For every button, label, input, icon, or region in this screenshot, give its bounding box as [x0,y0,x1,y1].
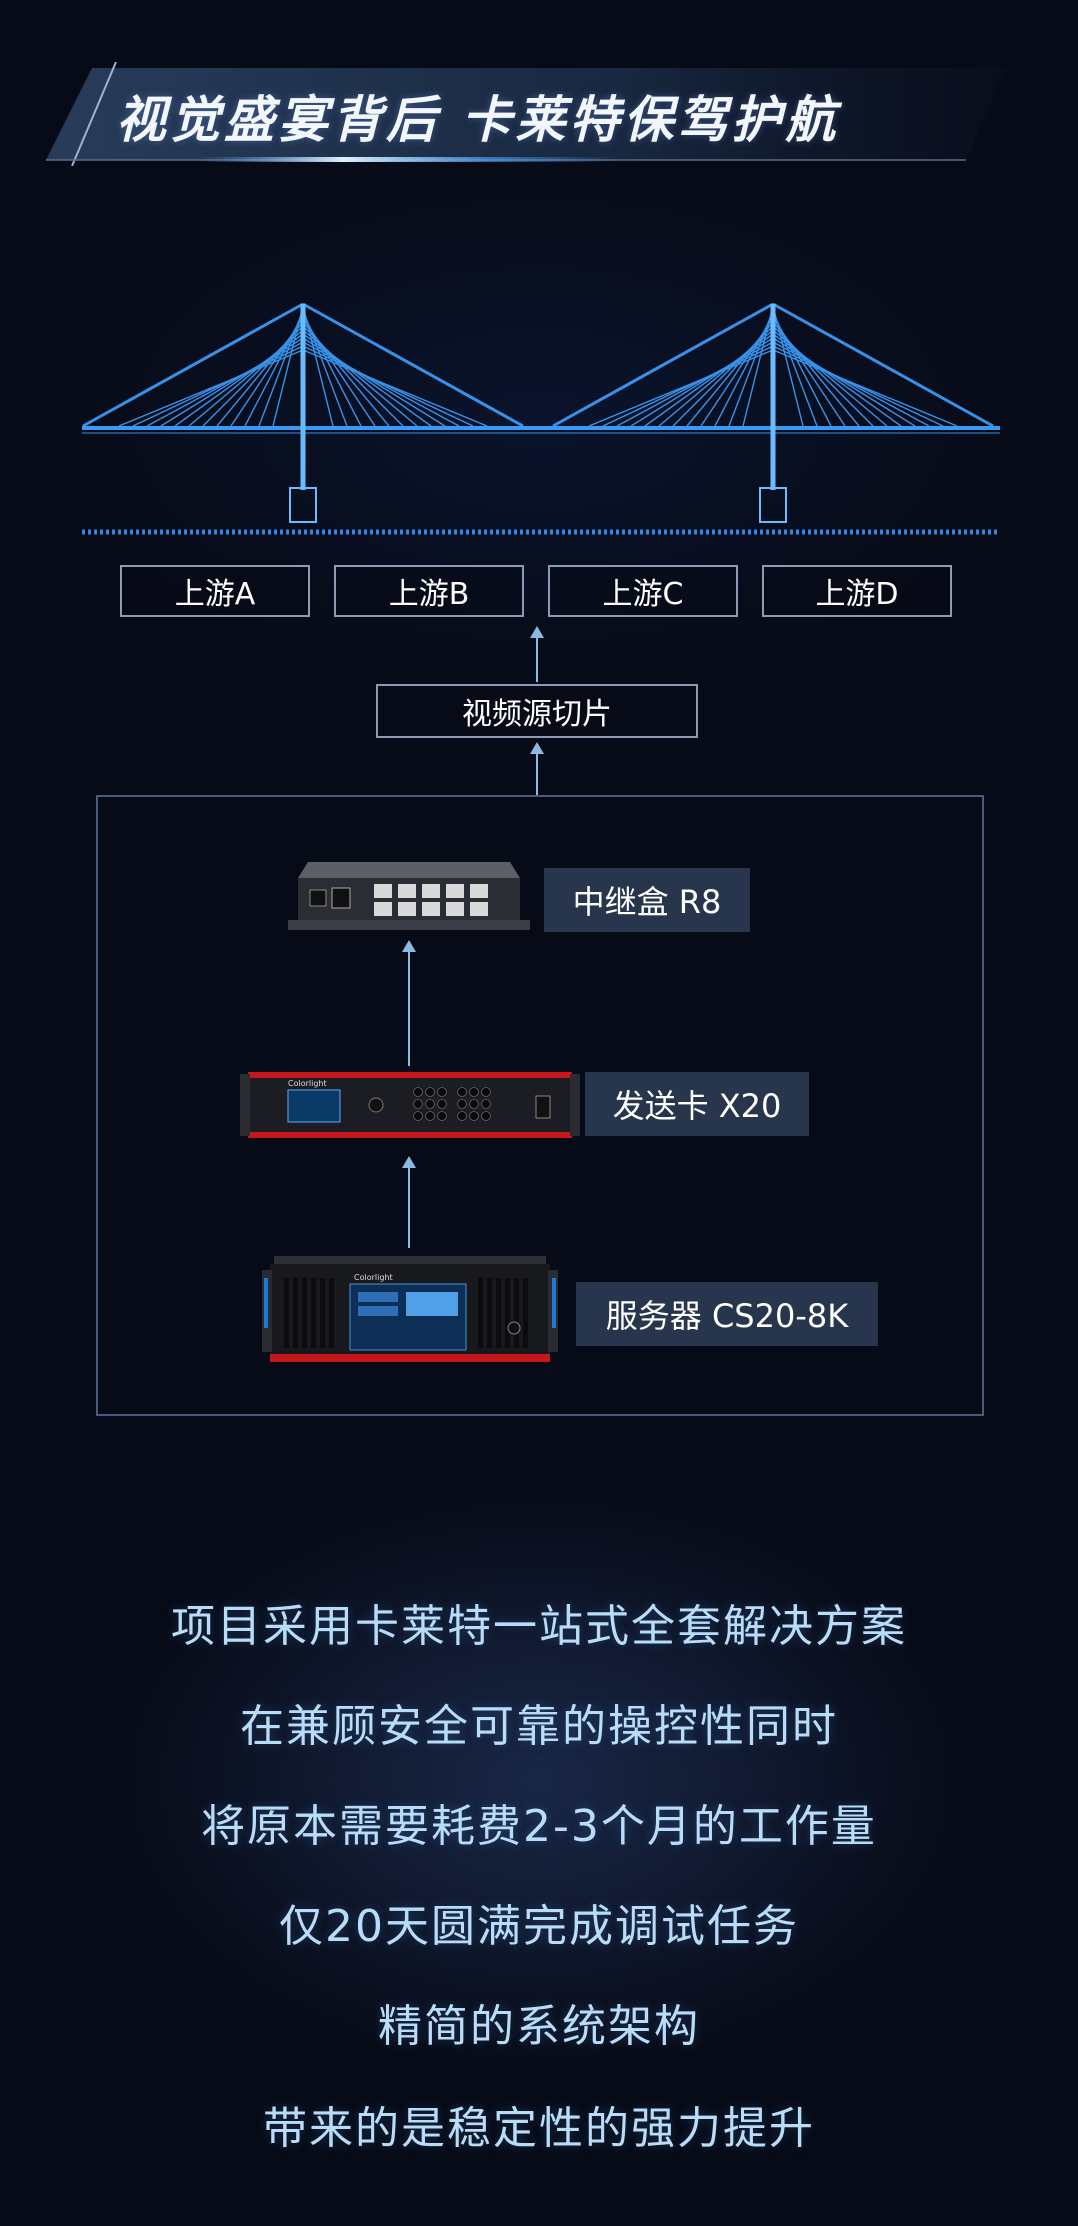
bridge-deck [82,426,1000,434]
bridge-towers [289,304,787,523]
sender-brand: Colorlight [288,1079,327,1088]
upstream-box-b: 上游B [334,565,524,617]
server-label: 服务器 CS20-8K [576,1282,878,1346]
sender-card-label: 发送卡 X20 [585,1072,809,1136]
summary-line-4: 仅20天圆满完成调试任务 [279,1901,799,1952]
server-brand: Colorlight [354,1273,393,1282]
page-title: 视觉盛宴背后 卡莱特保驾护航 [116,91,840,149]
arrow-up-icon [530,742,544,796]
upstream-box-c: 上游C [548,565,738,617]
device-frame [96,795,984,1416]
arrow-up-icon [402,940,416,1066]
title-banner: 视觉盛宴背后 卡莱特保驾护航 [46,62,1006,166]
summary-line-5: 精简的系统架构 [378,2001,700,2052]
relay-box-r8-image [288,862,530,930]
summary-line-6: 带来的是稳定性的强力提升 [263,2103,815,2154]
summary-line-1: 项目采用卡莱特一站式全套解决方案 [171,1601,907,1652]
upstream-box-a: 上游A [120,565,310,617]
server-cs20-8k-image: Colorlight [262,1256,558,1362]
summary-line-2: 在兼顾安全可靠的操控性同时 [240,1701,838,1752]
arrow-up-icon [530,626,544,682]
title-banner-shape [46,62,1006,166]
upstream-box-d: 上游D [762,565,952,617]
sender-card-x20-image: Colorlight [240,1072,580,1138]
video-slice-box: 视频源切片 [376,684,698,738]
bridge-illustration [82,302,1000,535]
bridge-cables [82,302,994,428]
summary-line-3: 将原本需要耗费2-3个月的工作量 [201,1801,877,1852]
relay-box-label: 中继盒 R8 [544,868,750,932]
arrow-up-icon [402,1156,416,1248]
